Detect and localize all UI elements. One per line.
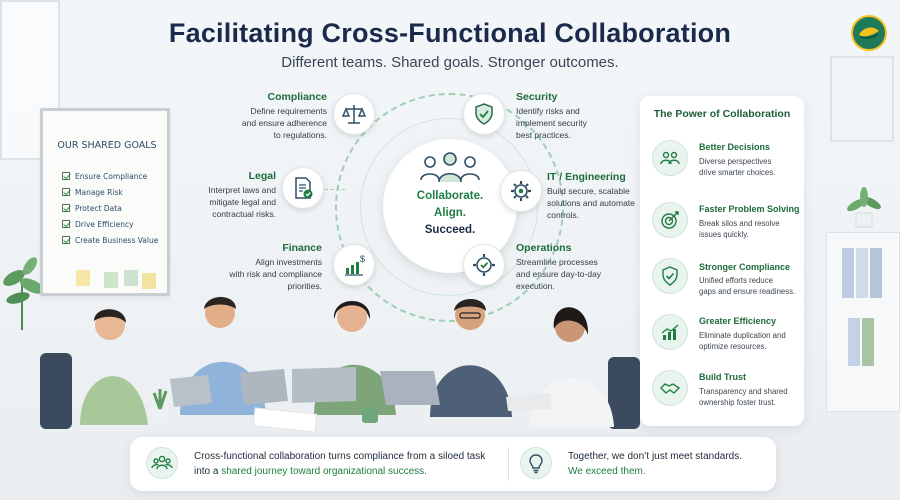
finance-node[interactable]: $ xyxy=(333,244,375,286)
checkbox-icon xyxy=(62,188,70,196)
handshake-icon xyxy=(652,370,688,406)
operations-node[interactable] xyxy=(463,244,505,286)
team-icon xyxy=(388,150,512,184)
group-icon xyxy=(146,447,178,479)
cog-check-icon xyxy=(473,254,495,276)
connector-line xyxy=(325,189,345,190)
shield-icon xyxy=(475,103,493,125)
center-line: Succeed. xyxy=(424,224,476,236)
divider xyxy=(508,447,509,481)
binder xyxy=(856,248,868,298)
sticky-note xyxy=(142,273,156,289)
collaboration-ring xyxy=(335,93,564,322)
function-desc: Align investments with risk and complian… xyxy=(229,257,322,291)
logo-icon xyxy=(851,15,887,51)
panel-item-title: Faster Problem Solving xyxy=(699,204,800,214)
svg-text:$: $ xyxy=(360,254,365,264)
summary-text-right: Together, we don’t just meet standards. … xyxy=(568,451,742,477)
checkbox-icon xyxy=(62,204,70,212)
function-title: IT / Engineering xyxy=(547,171,626,183)
panel-title: The Power of Collaboration xyxy=(653,108,791,120)
binder xyxy=(848,318,860,366)
panel-item-title: Greater Efficiency xyxy=(699,316,777,326)
page-subtitle: Different teams. Shared goals. Stronger … xyxy=(281,54,619,71)
binder xyxy=(870,248,882,298)
legal-node[interactable] xyxy=(282,167,324,209)
whiteboard-item: Drive Efficiency xyxy=(62,218,180,230)
function-desc: Streamline processes and ensure day-to-d… xyxy=(516,257,602,291)
whiteboard xyxy=(40,108,170,296)
shield-check-icon xyxy=(652,258,688,294)
document-check-icon xyxy=(295,177,313,199)
it-engineering-node[interactable] xyxy=(500,170,542,212)
checkbox-icon xyxy=(62,172,70,180)
plant-right xyxy=(840,185,890,230)
whiteboard-item: Manage Risk xyxy=(62,186,180,198)
whiteboard-title: OUR SHARED GOALS xyxy=(57,140,157,151)
people-icon xyxy=(652,140,688,176)
function-desc: Interpret laws and mitigate legal and co… xyxy=(208,185,276,219)
compliance-node[interactable] xyxy=(333,93,375,135)
function-desc: Identify risks and implement security be… xyxy=(516,106,587,140)
panel-item-title: Build Trust xyxy=(699,372,746,382)
collaboration-ring-inner xyxy=(360,118,538,296)
logo-mark xyxy=(859,27,879,39)
function-title: Operations xyxy=(516,242,572,254)
plant-left xyxy=(0,240,48,330)
function-title: Security xyxy=(516,91,558,103)
sticky-note xyxy=(104,272,118,288)
scales-icon xyxy=(341,105,367,124)
function-desc: Build secure, scalable solutions and aut… xyxy=(547,186,635,220)
whiteboard-item: Ensure Compliance xyxy=(62,170,180,182)
bottom-summary-bar xyxy=(130,437,776,491)
target-icon xyxy=(652,202,688,238)
function-title: Legal xyxy=(248,170,276,182)
page-title: Facilitating Cross-Functional Collaborat… xyxy=(168,18,732,48)
panel-item-title: Better Decisions xyxy=(699,142,771,152)
checkbox-icon xyxy=(62,220,70,228)
function-title: Finance xyxy=(282,242,322,254)
summary-text-left: Cross-functional collaboration turns com… xyxy=(194,451,486,477)
security-node[interactable] xyxy=(463,93,505,135)
center-line: Collaborate. xyxy=(416,190,484,202)
window-frame-left xyxy=(0,0,60,160)
gear-icon xyxy=(511,181,531,201)
function-desc: Define requirements and ensure adherence… xyxy=(241,106,327,140)
binder xyxy=(862,318,874,366)
lightbulb-icon xyxy=(520,447,552,479)
sticky-note xyxy=(76,270,90,286)
whiteboard-item: Protect Data xyxy=(62,202,180,214)
growth-chart-icon xyxy=(652,314,688,350)
finance-chart-icon: $ xyxy=(345,254,365,276)
center-line: Align. xyxy=(434,207,466,219)
team-meeting-illustration xyxy=(30,285,650,437)
checkbox-icon xyxy=(62,236,70,244)
function-title: Compliance xyxy=(267,91,327,103)
wall-picture-frame xyxy=(830,56,894,142)
whiteboard-item: Create Business Value xyxy=(62,234,180,246)
sticky-note xyxy=(124,270,138,286)
panel-item-title: Stronger Compliance xyxy=(699,262,791,272)
binder xyxy=(842,248,854,298)
